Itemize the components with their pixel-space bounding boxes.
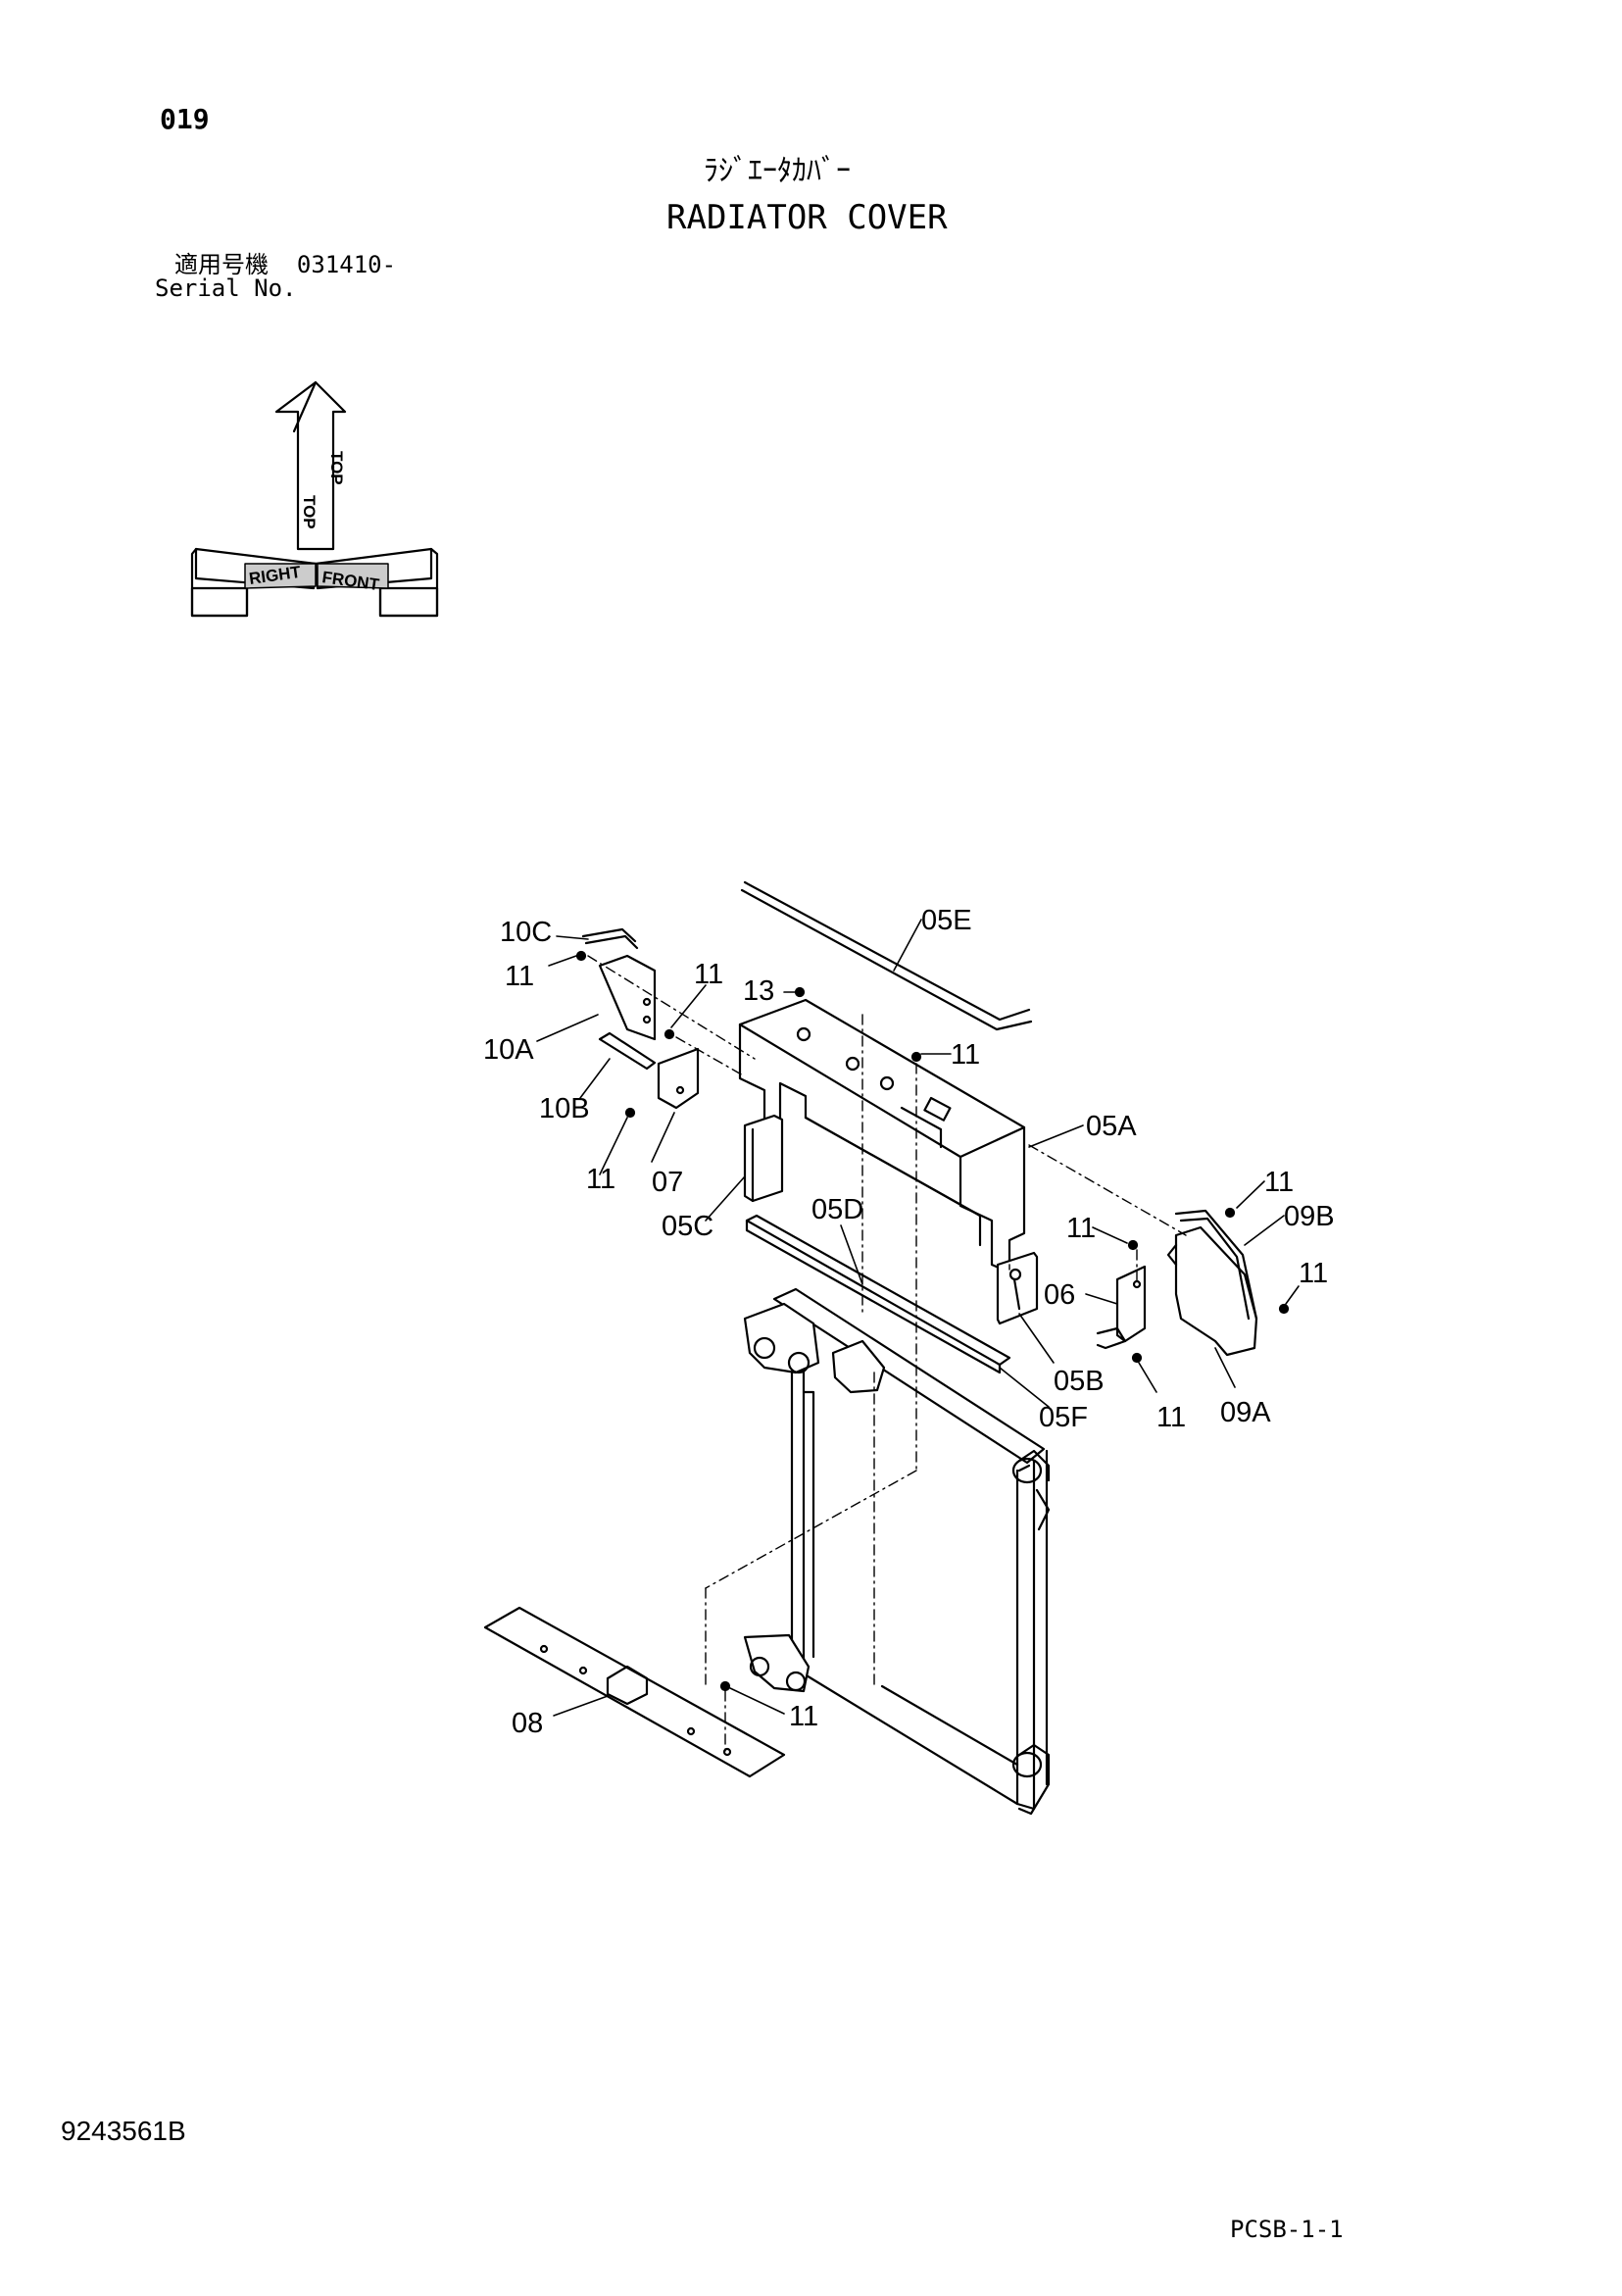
page-title: RADIATOR COVER [666, 198, 948, 237]
callout-05A: 05A [1086, 1111, 1137, 1142]
rod-10C [581, 927, 639, 950]
radiator-core [743, 1287, 1051, 1816]
seal-strip-05E [740, 880, 1033, 1031]
callout-05B: 05B [1054, 1366, 1105, 1397]
callout-11: 11 [789, 1701, 818, 1732]
callout-11: 11 [1264, 1167, 1294, 1198]
callout-11: 11 [586, 1164, 615, 1195]
lower-cover-08 [483, 1606, 786, 1778]
callout-13: 13 [743, 975, 774, 1007]
strip-10B [598, 1031, 657, 1071]
upper-cover-05A [738, 998, 1026, 1274]
callout-11: 11 [505, 961, 534, 992]
callout-06: 06 [1044, 1279, 1075, 1311]
sheet-code: PCSB-1-1 [1230, 2216, 1344, 2243]
callout-10A: 10A [483, 1034, 534, 1066]
callout-10B: 10B [539, 1093, 590, 1124]
callout-05C: 05C [662, 1211, 713, 1242]
callout-09A: 09A [1220, 1397, 1271, 1428]
orientation-top-label-right: TOP [327, 451, 346, 485]
bracket-06 [1096, 1265, 1147, 1350]
callout-11: 11 [1066, 1213, 1096, 1244]
bracket-07 [657, 1047, 700, 1110]
page-number: 019 [160, 103, 210, 135]
serial-label: Serial No. [155, 275, 297, 302]
callout-05E: 05E [921, 905, 972, 936]
seal-09B [1174, 1209, 1258, 1321]
assembly-guide-lines [587, 955, 1187, 1756]
serial-label-japanese: 適用号機 031410- [174, 251, 397, 278]
rubber-block-05C [743, 1114, 784, 1203]
callout-05D: 05D [811, 1194, 863, 1225]
leader-lines [536, 919, 1300, 1717]
callout-05F: 05F [1039, 1402, 1088, 1433]
orientation-symbol [190, 380, 439, 618]
callout-09B: 09B [1284, 1201, 1335, 1232]
callout-11: 11 [951, 1039, 980, 1071]
plate-10A [598, 954, 657, 1041]
title-japanese: ﾗｼﾞｴｰﾀｶﾊﾞｰ [704, 154, 851, 188]
callout-11: 11 [1156, 1402, 1186, 1433]
drawing-number: 9243561B [61, 2116, 186, 2146]
callout-10C: 10C [500, 917, 552, 948]
pad-05B [996, 1251, 1039, 1325]
callout-11: 11 [694, 959, 723, 990]
side-plate-09A [1166, 1225, 1258, 1357]
bolt-icons [575, 950, 1290, 1692]
orientation-top-label-left: TOP [300, 495, 319, 529]
callout-08: 08 [512, 1708, 543, 1739]
callout-11: 11 [1299, 1258, 1328, 1289]
callout-07: 07 [652, 1167, 683, 1198]
